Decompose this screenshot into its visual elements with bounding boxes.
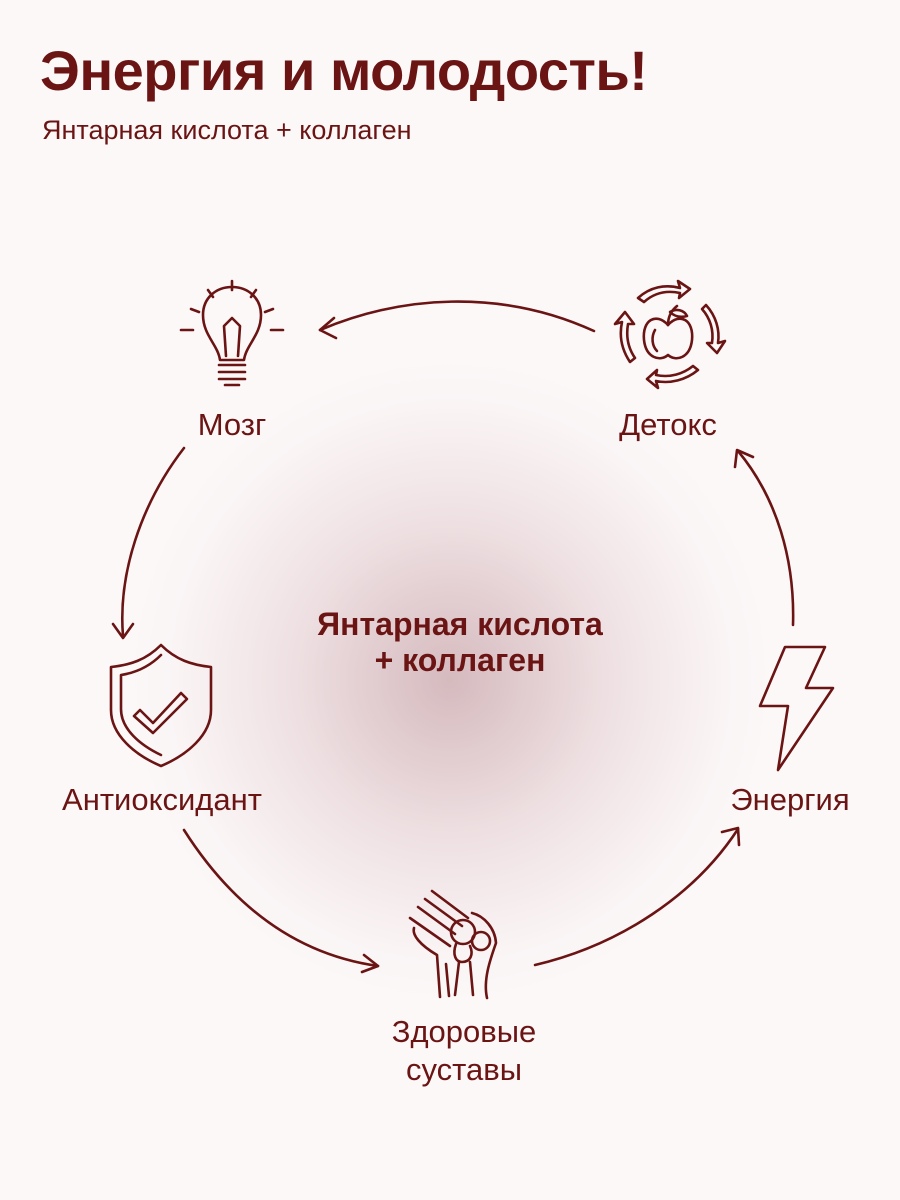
center-caption-line1: Янтарная кислота (317, 606, 603, 642)
cycle-arrow-brain-to-antioxidant (111, 446, 186, 640)
antioxidant-label: Антиоксидант (62, 782, 262, 817)
detox-label: Детокс (619, 407, 717, 442)
lightning-icon (758, 645, 835, 772)
joints-label-line1: Здоровые (391, 1014, 537, 1049)
shield-check-icon (109, 643, 213, 768)
joints-label-line2: суставы (406, 1052, 522, 1087)
cycle-arrow-antioxidant-to-joints (182, 828, 380, 974)
lightbulb-icon (179, 279, 285, 387)
center-caption: Янтарная кислота + коллаген (250, 606, 670, 678)
knee-joint-icon (408, 889, 498, 1000)
page-title: Энергия и молодость! (40, 39, 648, 102)
center-caption-line2: + коллаген (374, 642, 546, 678)
cycle-arrow-joints-to-energy (533, 826, 741, 967)
brain-label: Мозг (197, 407, 267, 442)
center-glow (130, 360, 770, 1000)
cycle-arrow-detox-to-brain (318, 300, 596, 340)
cycle-arrow-energy-to-detox (733, 448, 795, 627)
page-subtitle: Янтарная кислота + коллаген (42, 115, 412, 145)
apple-recycle-icon (613, 279, 727, 390)
energy-label: Энергия (730, 782, 850, 817)
joints-label: Здоровые суставы (352, 1013, 576, 1089)
